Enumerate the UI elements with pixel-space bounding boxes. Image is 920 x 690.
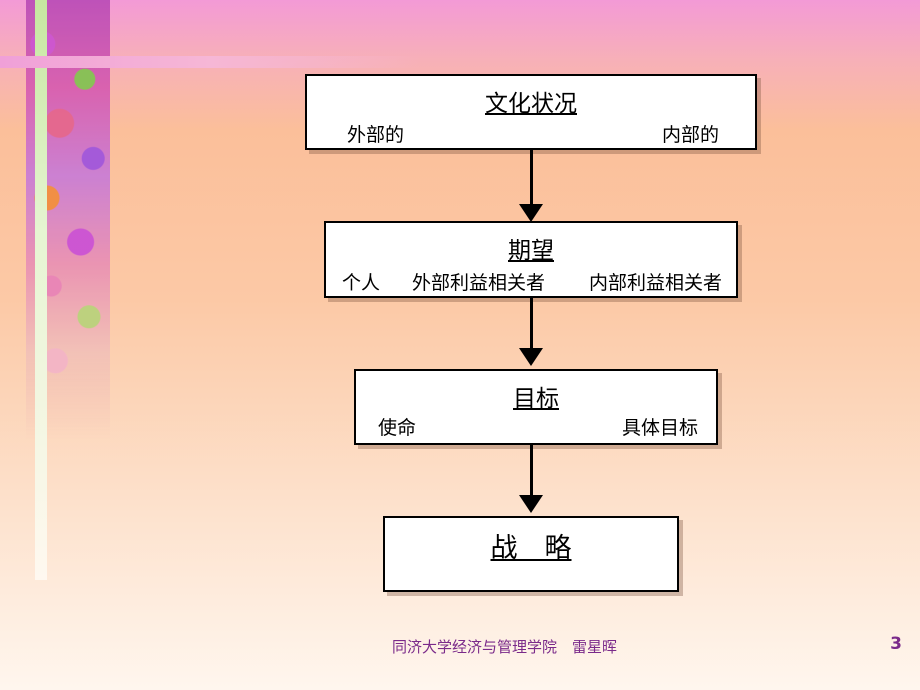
specific-objectives-label: 具体目标 [621, 417, 698, 439]
internal-stakeholders-label: 内部利益相关者 [588, 272, 722, 294]
culture-box: 文化状况 外部的 内部的 [305, 74, 757, 150]
individual-label: 个人 [342, 272, 381, 294]
decorative-horizontal-line [0, 56, 420, 68]
expectations-title: 期望 [508, 238, 554, 264]
strategy-title: 战 略 [490, 533, 572, 564]
objectives-box: 目标 使命 具体目标 [354, 369, 718, 445]
external-stakeholders-label: 外部利益相关者 [412, 272, 546, 294]
decorative-vertical-line [35, 0, 47, 580]
objectives-title: 目标 [513, 386, 559, 412]
internal-label: 内部的 [661, 124, 719, 146]
culture-title: 文化状况 [485, 91, 577, 117]
page-number: 3 [890, 634, 902, 654]
strategy-box: 战 略 [383, 516, 679, 592]
external-label: 外部的 [347, 124, 405, 146]
expectations-box: 期望 个人 外部利益相关者 内部利益相关者 [324, 221, 738, 298]
mission-label: 使命 [378, 417, 417, 439]
footer-text: 同济大学经济与管理学院 雷星晖 [392, 638, 618, 656]
